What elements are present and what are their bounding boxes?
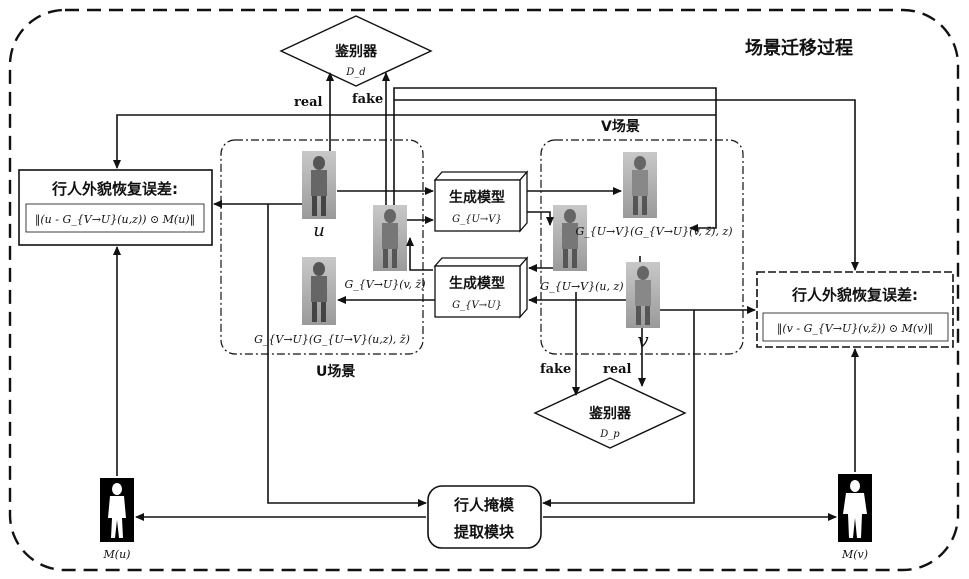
mask-v-image (838, 474, 872, 542)
label-m-v: M(v) (841, 548, 868, 561)
image-u (302, 151, 336, 219)
label-g-vu-guv: G_{V→U}(G_{U→V}(u,z), z̄) (254, 333, 410, 346)
discriminator-bottom-label: 鉴别器 (588, 405, 632, 422)
generator-uv-label: 生成模型 (449, 189, 505, 206)
generator-vu-label: 生成模型 (449, 275, 505, 292)
label-g-uv-gvu: G_{U→V}(G_{V→U}(v, z̄), z) (575, 225, 732, 238)
loss-left-formula: ‖(u - G_{V→U}(u,z)) ⊙ M(u)‖ (35, 213, 195, 227)
label-u: u (313, 220, 325, 241)
label-fake-bottom: fake (540, 362, 571, 377)
label-real-bottom: real (603, 362, 632, 377)
label-real-top: real (294, 95, 323, 110)
image-g-uv-uz (553, 205, 587, 271)
mask-module-line1: 行人掩模 (453, 496, 515, 514)
image-g-vu-guv (302, 257, 336, 325)
discriminator-top-label: 鉴别器 (334, 43, 378, 60)
u-scene-label: U场景 (316, 364, 355, 380)
generator-vu-sub: G_{V→U} (452, 300, 502, 311)
image-v (626, 262, 660, 328)
label-g-uv-uz: G_{U→V}(u, z) (540, 280, 623, 293)
generator-uv-sub: G_{U→V} (452, 214, 502, 225)
loss-right-title: 行人外貌恢复误差: (791, 286, 918, 304)
label-m-u: M(u) (103, 548, 131, 561)
image-g-uv-gvu (623, 152, 657, 218)
v-scene-label: V场景 (601, 119, 640, 135)
label-fake-top: fake (352, 92, 383, 107)
loss-right-formula: ‖(v - G_{V→U}(v,z̄)) ⊙ M(v)‖ (777, 322, 933, 336)
discriminator-top-sub: D_d (345, 67, 365, 78)
mask-module-line2: 提取模块 (454, 523, 515, 541)
discriminator-bottom-sub: D_p (599, 429, 620, 440)
image-g-vu-vz (373, 205, 407, 271)
diagram-title: 场景迁移过程 (745, 37, 853, 59)
mask-u-image (100, 478, 134, 542)
loss-left-title: 行人外貌恢复误差: (51, 180, 178, 198)
label-v: v (637, 328, 649, 352)
label-g-vu-vz: G_{V→U}(v, z̄) (345, 278, 426, 291)
